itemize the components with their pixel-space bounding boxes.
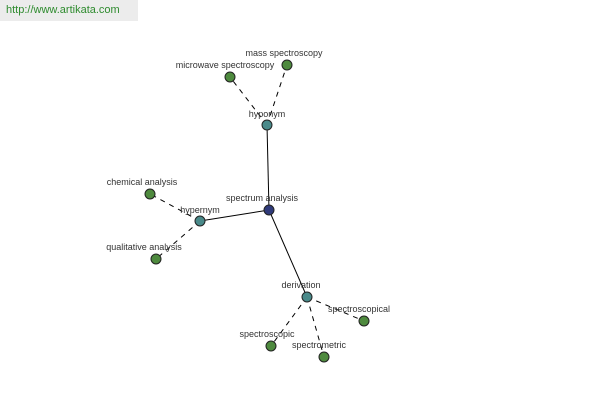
node-label-chemical: chemical analysis [107,177,178,187]
node-dot-hyponym[interactable] [261,119,273,131]
node-hyponym[interactable]: hyponym [249,109,286,131]
edge-derivation-spectrometric [306,296,325,358]
node-microwave[interactable]: microwave spectroscopy [176,60,275,83]
node-label-hyponym: hyponym [249,109,286,119]
node-dot-chemical[interactable] [144,188,156,200]
node-dot-spectroscopical[interactable] [358,315,370,327]
node-dot-mass[interactable] [281,59,293,71]
node-label-spectrometric: spectrometric [292,340,347,350]
node-dot-center[interactable] [263,204,275,216]
node-dot-spectrometric[interactable] [318,351,330,363]
node-spectroscopical[interactable]: spectroscopical [328,304,390,327]
node-dot-microwave[interactable] [224,71,236,83]
node-spectroscopic[interactable]: spectroscopic [239,329,295,352]
node-label-qualitative: qualitative analysis [106,242,182,252]
node-label-spectroscopical: spectroscopical [328,304,390,314]
node-label-mass: mass spectroscopy [245,48,323,58]
node-mass[interactable]: mass spectroscopy [245,48,323,71]
node-dot-derivation[interactable] [301,291,313,303]
edge-derivation-spectroscopic [270,296,308,347]
graph-nodes: spectrum analysis hyponym hypernym derivati… [106,48,390,363]
node-dot-spectroscopic[interactable] [265,340,277,352]
edge-hypernym-qualitative [155,220,201,260]
edge-center-hyponym [266,124,270,211]
node-dot-qualitative[interactable] [150,253,162,265]
edge-center-derivation [268,209,308,298]
node-label-spectroscopic: spectroscopic [239,329,295,339]
edge-derivation-spectroscopical [306,296,365,322]
node-label-center: spectrum analysis [226,193,299,203]
node-label-derivation: derivation [281,280,320,290]
node-chemical[interactable]: chemical analysis [107,177,178,200]
site-url-link[interactable]: http://www.artikata.com [0,0,138,21]
node-qualitative[interactable]: qualitative analysis [106,242,182,265]
node-hypernym[interactable]: hypernym [180,205,220,227]
edge-hyponym-microwave [229,76,268,126]
node-label-hypernym: hypernym [180,205,220,215]
node-center[interactable]: spectrum analysis [226,193,299,216]
graph-edges [149,64,365,358]
node-label-microwave: microwave spectroscopy [176,60,275,70]
edge-hyponym-mass [266,64,288,126]
edge-center-hypernym [199,209,270,222]
node-derivation[interactable]: derivation [281,280,321,303]
node-dot-hypernym[interactable] [194,215,206,227]
node-spectrometric[interactable]: spectrometric [292,340,347,363]
